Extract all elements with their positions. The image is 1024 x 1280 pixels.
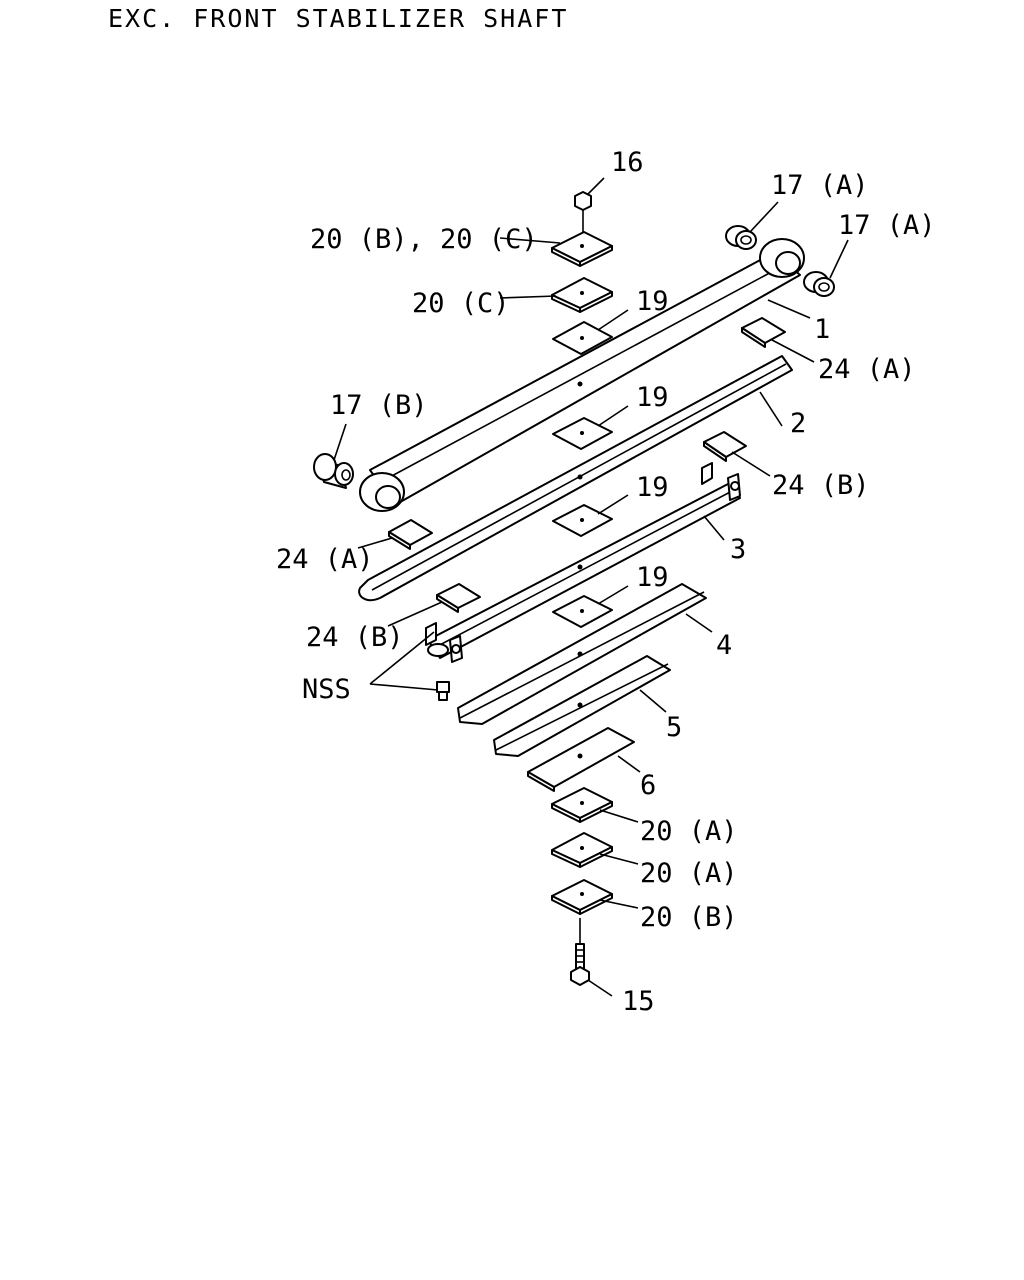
part-5-leaf xyxy=(493,655,671,757)
callout-24b-1: 24 (B) xyxy=(772,470,870,501)
callout-labels: 16 17 (A) 17 (A) 20 (B), 20 (C) 20 (C) 1… xyxy=(276,147,936,1017)
callout-4: 4 xyxy=(716,630,732,661)
callout-19-2: 19 xyxy=(636,382,669,413)
callout-2: 2 xyxy=(790,408,806,439)
callout-17b: 17 (B) xyxy=(330,390,428,421)
part-17a-bushing-2 xyxy=(803,271,835,297)
part-24a-pad-front xyxy=(388,519,433,550)
callout-24a-1: 24 (A) xyxy=(818,354,916,385)
part-24b-pad-rear xyxy=(703,431,747,462)
part-1-main-leaf xyxy=(359,238,805,512)
part-17a-bushing-1 xyxy=(725,225,757,250)
part-20a-plate-1 xyxy=(551,787,613,823)
callout-20b: 20 (B) xyxy=(640,902,738,933)
leader-lines xyxy=(333,177,849,997)
part-17b-bushing xyxy=(313,453,354,489)
callout-nss: NSS xyxy=(302,674,351,705)
callout-20bc: 20 (B), 20 (C) xyxy=(310,224,538,255)
callout-15: 15 xyxy=(622,986,655,1017)
part-nss-bolt xyxy=(436,681,450,701)
callout-19-4: 19 xyxy=(636,562,669,593)
diagram-title: EXC. FRONT STABILIZER SHAFT xyxy=(108,4,568,33)
part-24b-pad-front xyxy=(436,583,481,613)
callout-20a-2: 20 (A) xyxy=(640,858,738,889)
callout-5: 5 xyxy=(666,712,682,743)
callout-20a-1: 20 (A) xyxy=(640,816,738,847)
part-15-center-bolt xyxy=(570,918,590,986)
callout-19-3: 19 xyxy=(636,472,669,503)
part-20a-plate-2 xyxy=(551,832,613,868)
callout-1: 1 xyxy=(814,314,830,345)
callout-19-1: 19 xyxy=(636,286,669,317)
part-4-leaf xyxy=(457,583,707,725)
part-19-pad-1 xyxy=(552,321,613,355)
part-19-pad-4 xyxy=(552,595,613,628)
callout-17a-1: 17 (A) xyxy=(771,170,869,201)
part-16-nut xyxy=(574,191,592,240)
callout-17a-2: 17 (A) xyxy=(838,210,936,241)
part-19-pad-3 xyxy=(552,504,613,537)
part-6-leaf xyxy=(527,727,635,792)
callout-16: 16 xyxy=(611,147,644,178)
callout-6: 6 xyxy=(640,770,656,801)
part-20bc-plate xyxy=(551,231,613,267)
callout-20c: 20 (C) xyxy=(412,288,510,319)
part-20c-plate xyxy=(551,277,613,313)
callout-24b-2: 24 (B) xyxy=(306,622,404,653)
part-2-second-leaf xyxy=(358,355,793,602)
part-24a-pad-rear xyxy=(741,317,786,348)
part-3-third-leaf xyxy=(425,462,741,663)
part-20b-plate xyxy=(551,879,613,915)
callout-24a-2: 24 (A) xyxy=(276,544,374,575)
callout-3: 3 xyxy=(730,534,746,565)
part-19-pad-2 xyxy=(552,417,613,450)
